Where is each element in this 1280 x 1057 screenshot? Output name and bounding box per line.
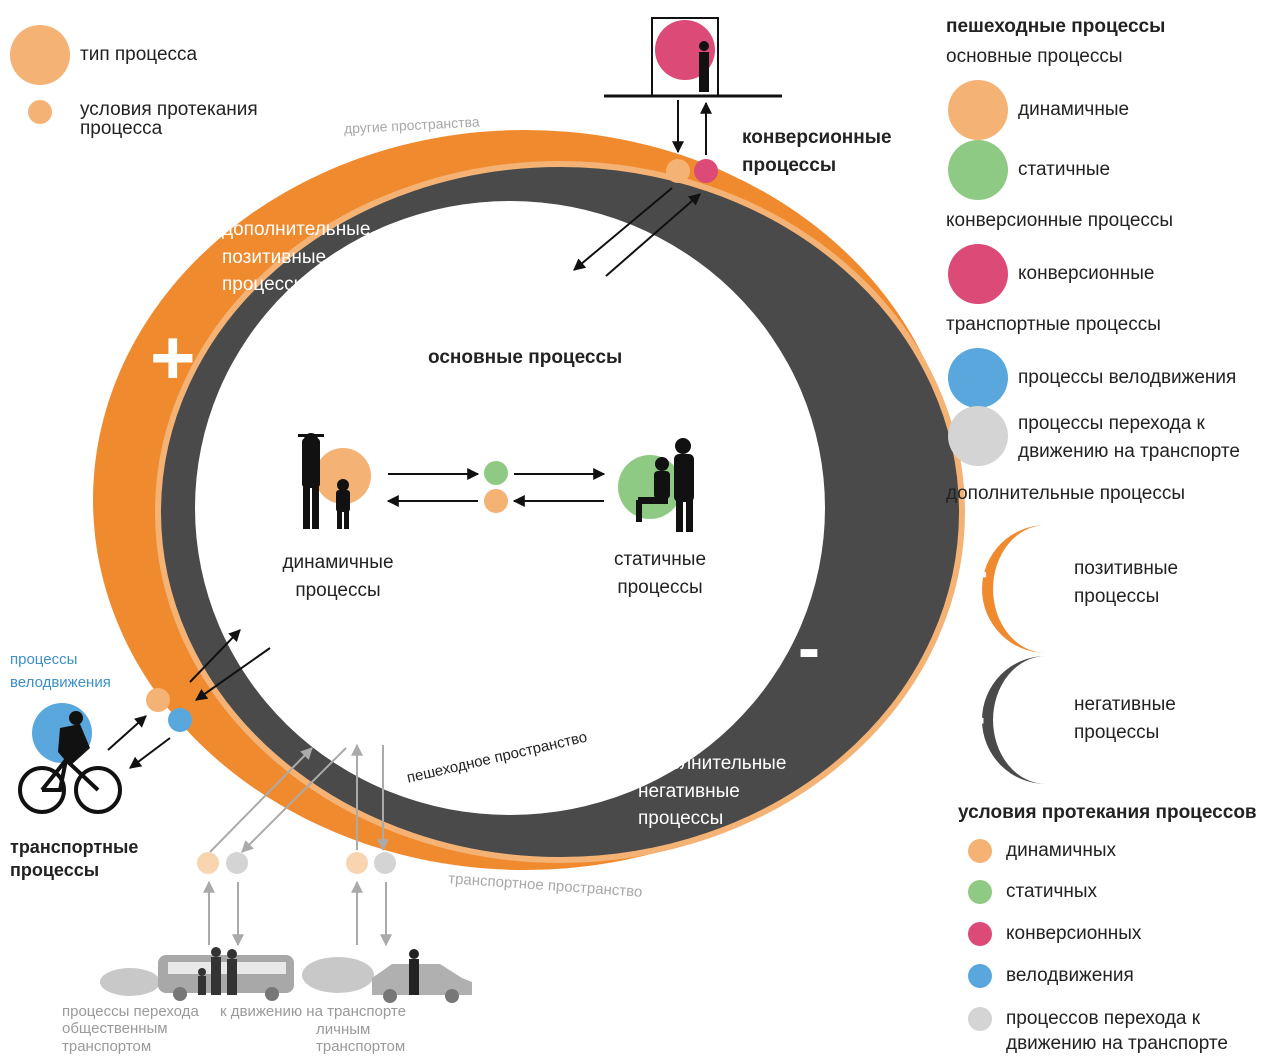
legend-cond-bike-label: велодвижения: [1006, 965, 1134, 986]
plus-sign: +: [150, 313, 196, 401]
legend-main-title: основные процессы: [946, 46, 1123, 67]
legend-conversion-dot: [948, 244, 1008, 304]
legend-cond-static-dot: [968, 880, 992, 904]
transfer-to-transport-label: к движению на транспорте: [220, 1003, 406, 1020]
legend-static-dot: [948, 140, 1008, 200]
other-space-label: другие пространства: [344, 113, 481, 136]
legend-extra-title: дополнительные процессы: [946, 483, 1186, 504]
adult-child-icon: [298, 433, 350, 529]
sitting-people-icon: [636, 438, 694, 532]
legend-conversion-label: конверсионные: [1018, 263, 1155, 284]
arrow-public-down: [241, 747, 347, 853]
legend-bike-dot: [948, 348, 1008, 408]
static-type-dot: [618, 455, 682, 519]
transport-processes-label: транспортные процессы: [10, 837, 139, 880]
key-condition-dot: [28, 100, 52, 124]
main-processes-label: основные процессы: [428, 347, 623, 368]
public-transfer-label: процессы перехода общественным транспорт…: [62, 1003, 199, 1055]
personal-gray-dot: [374, 852, 396, 874]
legend-dynamic-dot: [948, 80, 1008, 140]
minus-sign: -: [798, 610, 820, 684]
legend-cond-bike-dot: [968, 964, 992, 988]
bus-passengers-icon: [198, 947, 237, 995]
legend-cond-transfer-label: процессов перехода к движению на транспо…: [1006, 1008, 1228, 1054]
bike-processes-small-label: процессы велодвижения: [10, 651, 111, 692]
legend-transport-title: транспортные процессы: [946, 314, 1161, 335]
cyclist-icon: [58, 711, 90, 766]
personal-orange-dot: [346, 852, 368, 874]
transport-space-label: транспортное пространство: [448, 870, 643, 901]
legend-static-label: статичные: [1018, 159, 1111, 180]
legend-positive-label: позитивные процессы: [1074, 558, 1179, 607]
key-type-dot: [10, 25, 70, 85]
legend-pedestrian-title: пешеходные процессы: [946, 16, 1166, 37]
legend-dynamic-label: динамичные: [1018, 99, 1130, 120]
legend-cond-conversion-dot: [968, 922, 992, 946]
dynamic-type-dot: [315, 448, 371, 504]
arrow-bike-space-out: [195, 647, 271, 701]
conversion-condition-dot-orange: [666, 159, 690, 183]
key-conditions-label: условия протекания процесса: [80, 99, 258, 139]
arrow-bike-out: [129, 737, 171, 769]
dynamic-processes-label: динамичные процессы: [282, 552, 394, 601]
personal-transfer-label: личным транспортом: [316, 1021, 406, 1056]
arrow-bike-space-in: [189, 629, 241, 683]
key-type-label: тип процесса: [80, 44, 198, 65]
legend-bike-label: процессы велодвижения: [1018, 367, 1237, 388]
legend-negative-crescent: [982, 656, 1046, 784]
static-processes-label: статичные процессы: [613, 549, 707, 598]
legend-cond-conversion-label: конверсионных: [1006, 923, 1142, 944]
arrow-conversion-in: [573, 187, 673, 271]
bike-blue-condition-dot: [168, 708, 192, 732]
legend-transfer-dot: [948, 406, 1008, 466]
conversion-condition-dot-pink: [694, 159, 718, 183]
extra-positive-label: дополнительные позитивные процессы: [222, 219, 371, 296]
dynamic-condition-dot: [484, 489, 508, 513]
door-building-icon: [604, 17, 782, 98]
arrow-public-up: [209, 747, 313, 853]
legend-transfer-label: процессы перехода к движению на транспор…: [1018, 413, 1240, 462]
bike-orange-condition-dot: [146, 688, 170, 712]
legend-cond-dynamic-label: динамичных: [1006, 840, 1116, 861]
pedestrian-space: [195, 201, 825, 815]
public-gray-dot: [226, 852, 248, 874]
static-condition-dot: [484, 461, 508, 485]
legend-negative-label: негативные процессы: [1074, 694, 1176, 743]
legend-plus-sign: +: [960, 549, 989, 602]
outer-rim: [155, 161, 965, 863]
legend-cond-dynamic-dot: [968, 839, 992, 863]
car-icon: [302, 957, 472, 1003]
public-orange-dot: [197, 852, 219, 874]
legend-cond-static-label: статичных: [1006, 881, 1098, 902]
legend-conversion-title: конверсионные процессы: [946, 210, 1174, 231]
legend-cond-transfer-dot: [968, 1007, 992, 1031]
conversion-processes-label: конверсионные процессы: [742, 127, 892, 176]
legend-positive-crescent: [982, 525, 1046, 653]
legend-minus-sign: -: [970, 691, 986, 743]
arrow-bike-in: [107, 715, 147, 751]
extra-negative-label: дополнительные негативные процессы: [638, 753, 787, 830]
legend-conditions-title: условия протекания процессов: [958, 802, 1257, 823]
driver-person-icon: [409, 949, 419, 995]
bus-icon: [100, 955, 294, 1001]
arrow-conversion-out: [605, 193, 701, 277]
